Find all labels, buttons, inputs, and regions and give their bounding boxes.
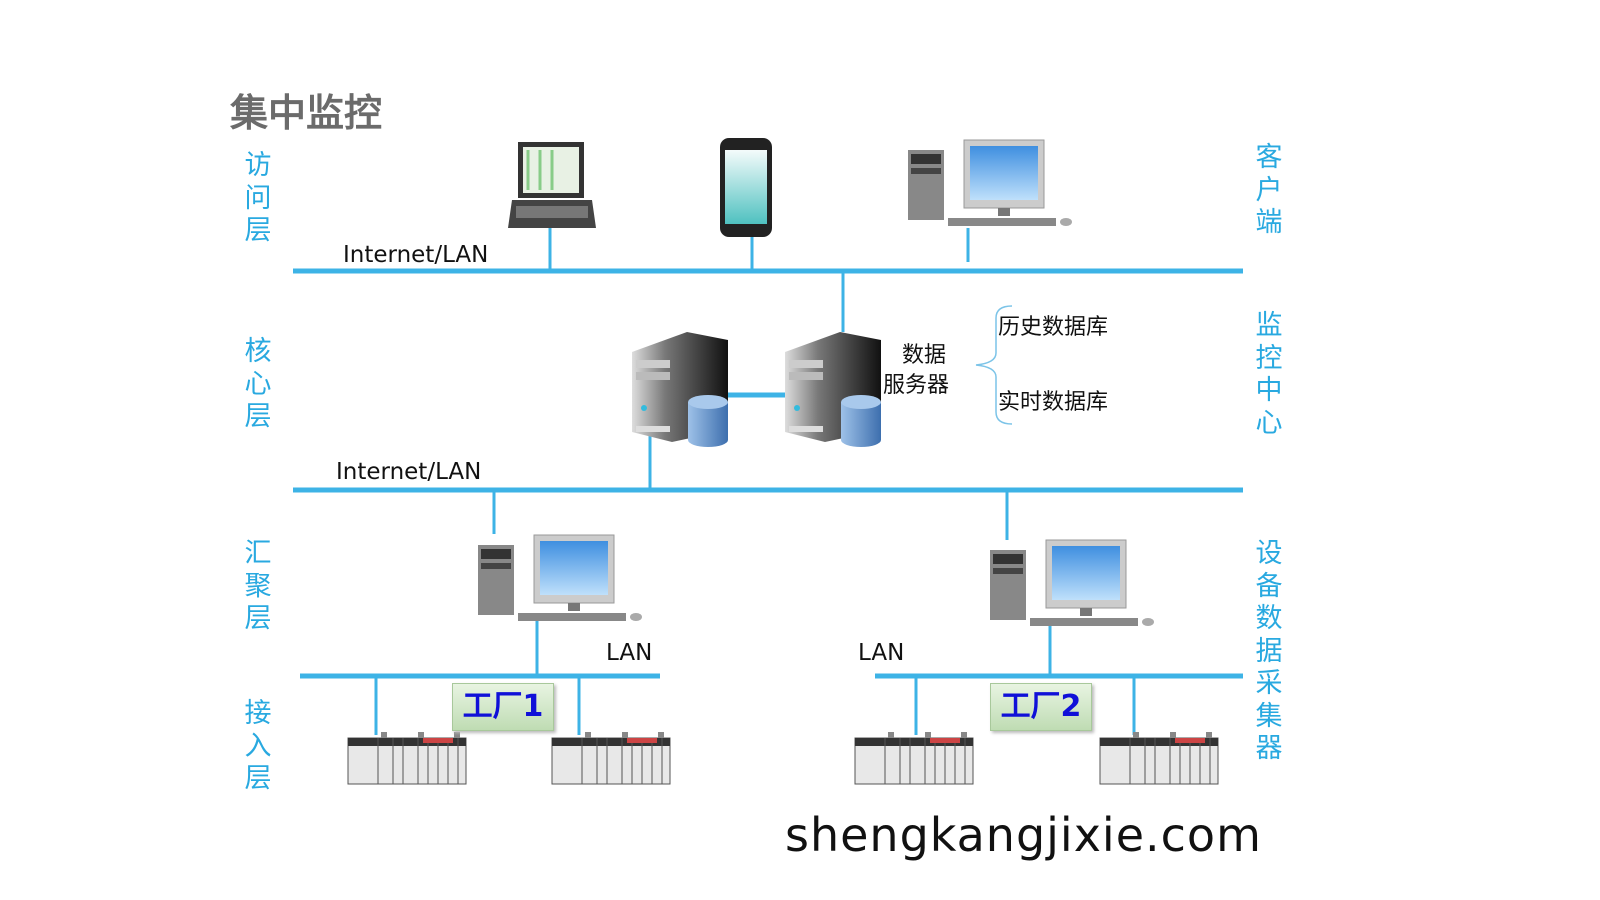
layer-label-monitor-center: 监控中心	[1255, 310, 1283, 439]
server-label-line2: 服务器	[883, 373, 950, 398]
realtime-database-label: 实时数据库	[998, 390, 1109, 415]
plc-icon	[347, 731, 467, 785]
network-label-lan-right: LAN	[858, 640, 905, 666]
plc-icon	[551, 731, 671, 785]
page-title: 集中监控	[230, 91, 383, 135]
client-desktop-icon	[907, 139, 1073, 227]
plc-icon	[854, 731, 974, 785]
factory-2-badge: 工厂2	[990, 683, 1092, 731]
layer-label-client: 客户端	[1255, 142, 1283, 238]
layer-label-aggregation: 汇聚层	[244, 538, 272, 634]
laptop-icon	[508, 142, 596, 228]
layer-label-access-edge: 接入层	[244, 698, 272, 794]
factory1-workstation-icon	[477, 534, 643, 622]
server-icon	[632, 332, 728, 447]
network-label-top: Internet/LAN	[343, 242, 489, 268]
network-label-lan-left: LAN	[606, 640, 653, 666]
database-brace	[975, 305, 1013, 425]
network-label-middle: Internet/LAN	[336, 459, 482, 485]
layer-label-core: 核心层	[244, 336, 272, 432]
plc-icon	[1099, 731, 1219, 785]
factory2-workstation-icon	[989, 539, 1155, 627]
factory-1-badge: 工厂1	[452, 683, 554, 731]
server-label-line1: 数据	[902, 343, 947, 368]
history-database-label: 历史数据库	[998, 315, 1109, 340]
watermark: shengkangjixie.com	[785, 808, 1262, 862]
layer-label-access: 访问层	[244, 150, 272, 246]
smartphone-icon	[720, 138, 772, 237]
layer-label-data-collector: 设备数据采集器	[1255, 538, 1283, 764]
server-icon	[785, 332, 881, 447]
